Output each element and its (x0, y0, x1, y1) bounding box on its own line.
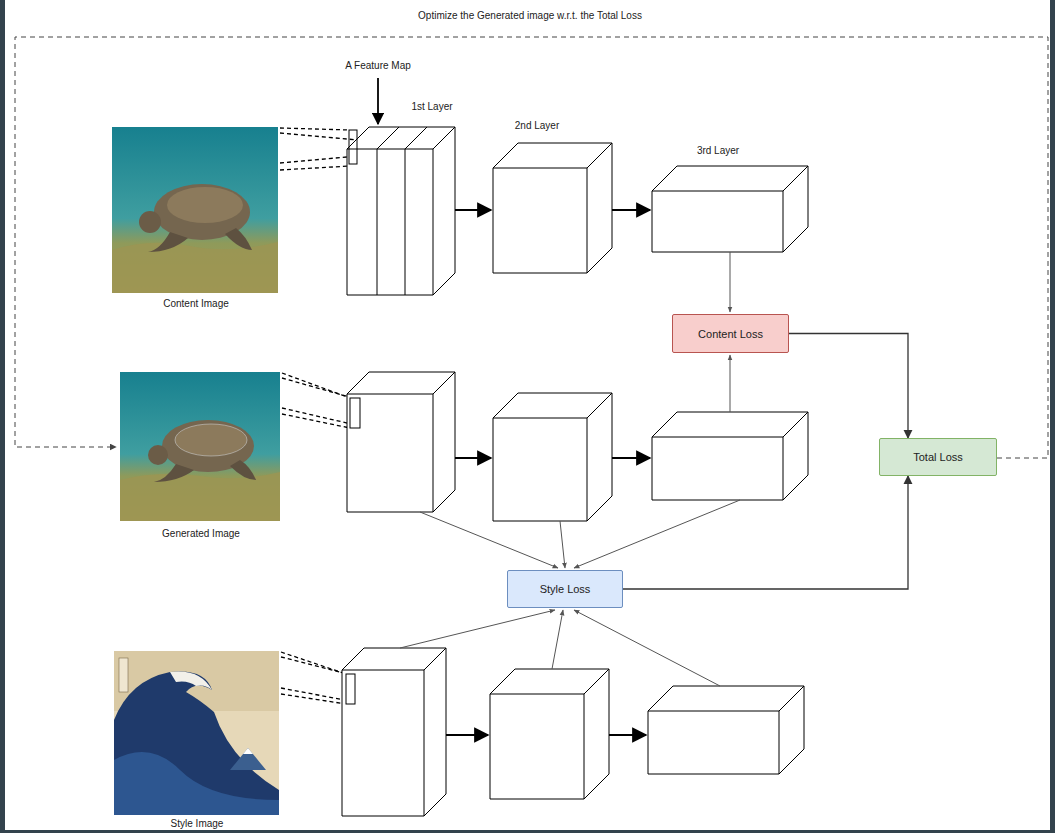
loss-box: Style Loss (507, 570, 623, 608)
diagram-label: Content Image (163, 298, 229, 310)
diagram-label: 2nd Layer (515, 120, 559, 132)
diagram-label: Style Image (171, 818, 224, 830)
loss-box: Total Loss (879, 438, 997, 476)
loss-connector (623, 476, 908, 589)
style-image (114, 651, 279, 815)
loss-label: Content Loss (698, 328, 763, 340)
layer-cube (342, 127, 808, 816)
diagram-label: 3rd Layer (697, 145, 739, 157)
diagram-label: 1st Layer (411, 101, 452, 113)
loss-box: Content Loss (672, 314, 789, 353)
diagram-label: Generated Image (162, 528, 240, 540)
diagram-label: Optimize the Generated image w.r.t. the … (418, 10, 642, 22)
content-image (112, 127, 278, 293)
loss-label: Total Loss (913, 451, 963, 463)
generated-image (120, 372, 280, 521)
loss-connector (789, 334, 908, 439)
diagram-label: A Feature Map (345, 60, 411, 72)
loss-label: Style Loss (540, 583, 591, 595)
